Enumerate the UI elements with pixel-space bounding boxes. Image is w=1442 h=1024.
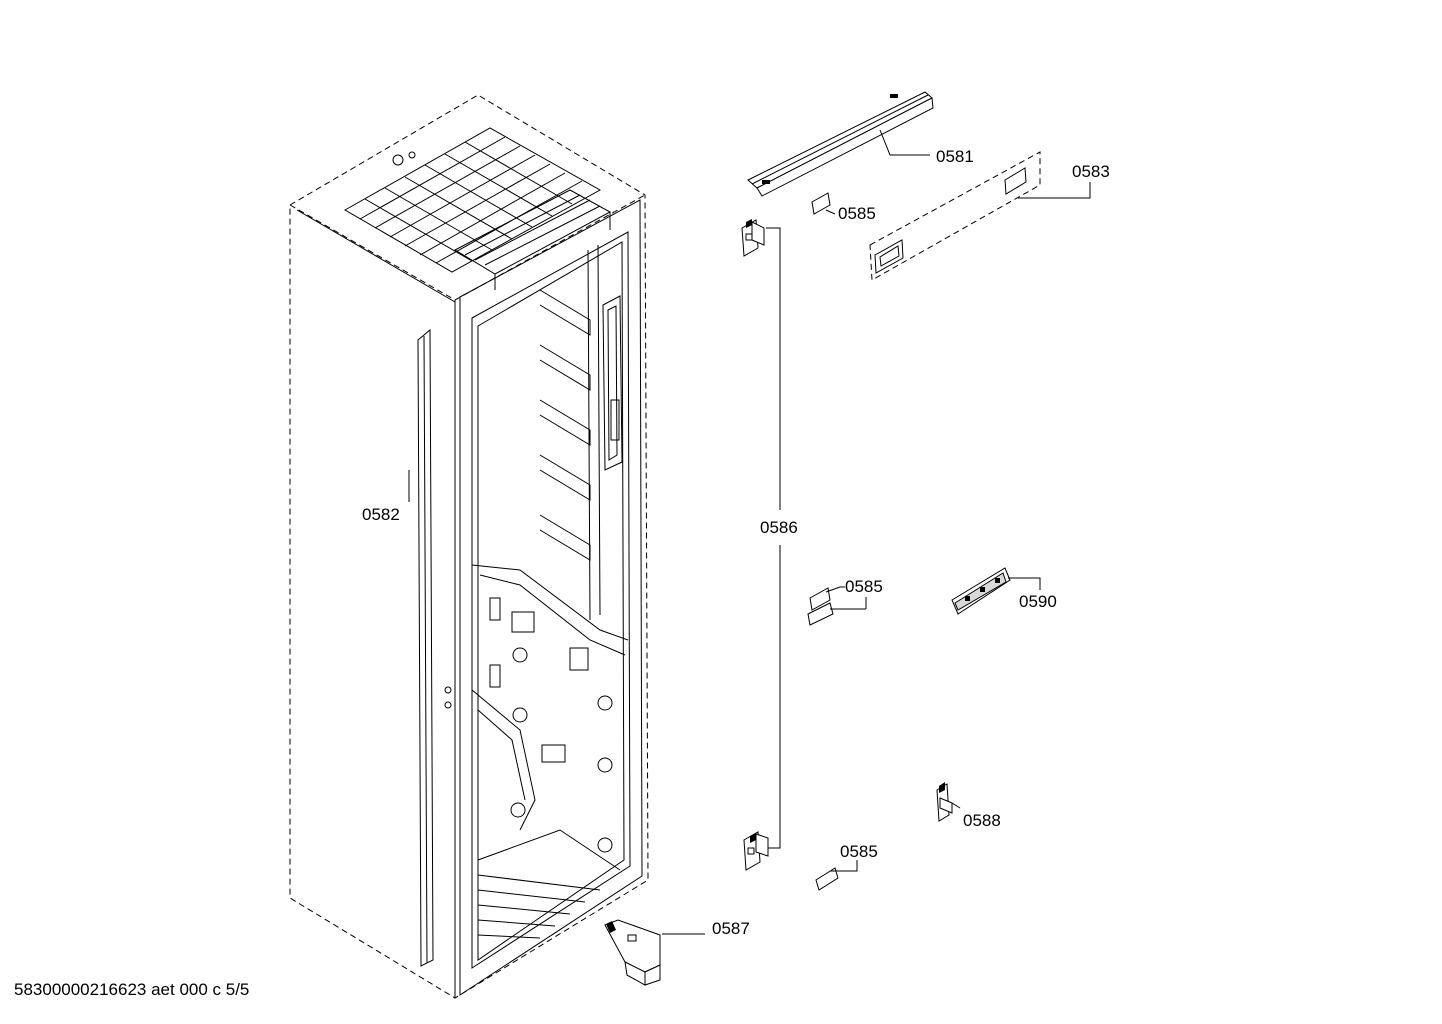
leader-0585a [825,209,836,215]
lower-compartment [471,564,629,939]
callout-0585-middle: 0585 [845,577,883,596]
part-0582-side-trim[interactable] [417,328,434,967]
control-panel [602,295,623,471]
part-0585-pad-bottom[interactable] [815,867,839,891]
callout-0586: 0586 [760,518,798,537]
part-0585-pad-top[interactable] [811,192,831,215]
part-0587-hinge-block[interactable] [604,919,661,986]
callout-0590: 0590 [1019,592,1057,611]
leader-0585c [830,860,858,872]
part-0586-bracket-top[interactable] [741,219,765,257]
callout-0588: 0588 [963,811,1001,830]
top-grille [343,127,612,290]
leader-0590 [1008,577,1041,590]
leader-0581 [879,129,930,156]
part-0590-hinge-plate[interactable] [951,567,1011,615]
leader-0588 [951,802,961,809]
callout-0581: 0581 [936,147,974,166]
callout-0583: 0583 [1072,162,1110,181]
leader-0583 [1018,182,1091,199]
cabinet-housing [289,94,649,999]
part-0583-strip[interactable] [869,151,1041,281]
part-0586-bracket-bottom[interactable] [743,831,769,871]
shelf-supports [539,289,591,561]
part-0581-top-rail[interactable] [747,91,934,197]
leader-0586-bottom [768,545,781,849]
leader-0585b [825,586,845,593]
part-0585-pad-middle[interactable] [807,587,834,626]
callout-0582: 0582 [362,505,400,524]
callout-0587: 0587 [712,919,750,938]
callout-0585-top: 0585 [838,204,876,223]
part-0588-clip[interactable] [936,782,953,822]
callout-0585-bottom: 0585 [840,842,878,861]
drawing-reference-footer: 58300000216623 aet 000 c 5/5 [14,980,250,999]
leader-0586-top [766,227,781,510]
